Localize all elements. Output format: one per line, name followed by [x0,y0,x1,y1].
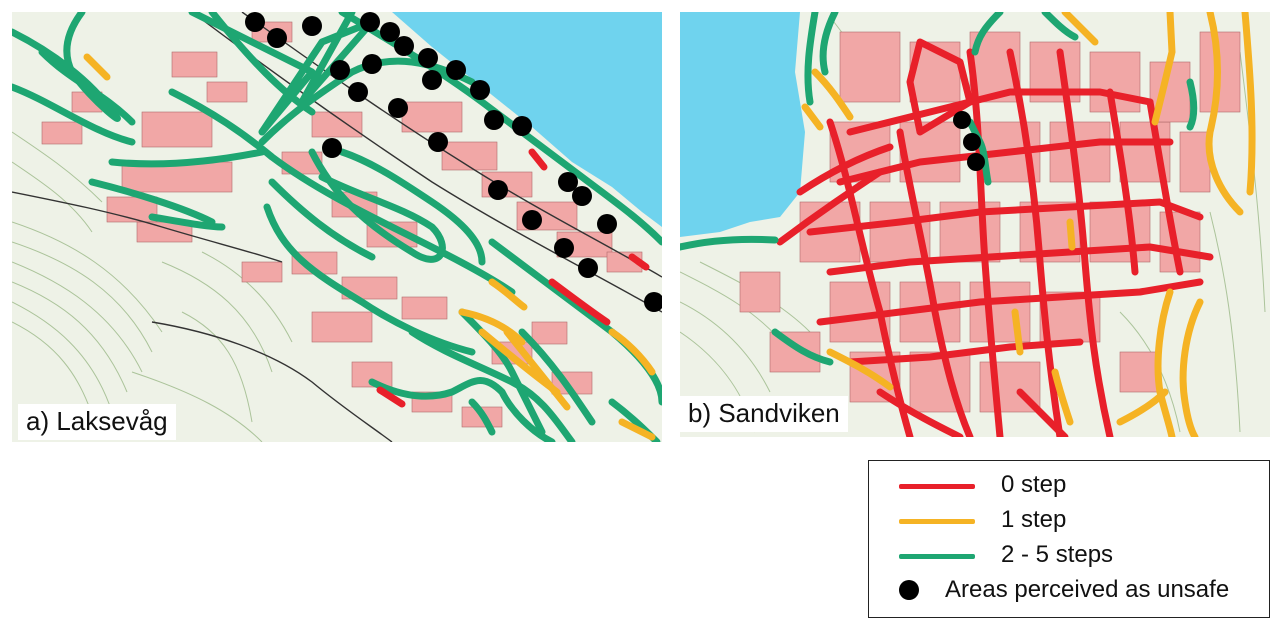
legend-label: 2 - 5 steps [1001,541,1114,568]
water-area [680,12,805,237]
unsafe-areas [245,12,662,312]
legend-label: 1 step [1001,506,1067,533]
legend-swatch-yellow [899,519,975,524]
legend-item-unsafe: Areas perceived as unsafe [869,574,1269,608]
sandviken-map [680,12,1266,437]
route-0-step [776,38,1214,437]
route-2-5-steps [12,12,662,442]
route-1-step [83,53,656,441]
legend: 0 step 1 step 2 - 5 steps Areas perceive… [868,460,1270,618]
legend-dot-icon [899,580,919,600]
legend-label: Areas perceived as unsafe [945,576,1230,603]
unsafe-areas [953,111,985,171]
route-1-step [801,12,1256,437]
laksevag-map [12,12,662,442]
map-panel-sandviken: b) Sandviken [680,12,1270,437]
legend-item-1-step: 1 step [869,504,1269,538]
route-2-5-steps [680,12,1198,366]
map-panel-laksevag: a) Laksevåg [12,12,662,442]
legend-item-2-5-steps: 2 - 5 steps [869,539,1269,573]
route-0-step [376,148,650,408]
legend-label: 0 step [1001,471,1067,498]
contour-lines [12,131,293,442]
legend-swatch-green [899,554,975,559]
panel-label-laksevag: a) Laksevåg [18,404,176,440]
panel-label-sandviken: b) Sandviken [680,396,848,432]
legend-swatch-red [899,484,975,489]
legend-item-0-step: 0 step [869,469,1269,503]
